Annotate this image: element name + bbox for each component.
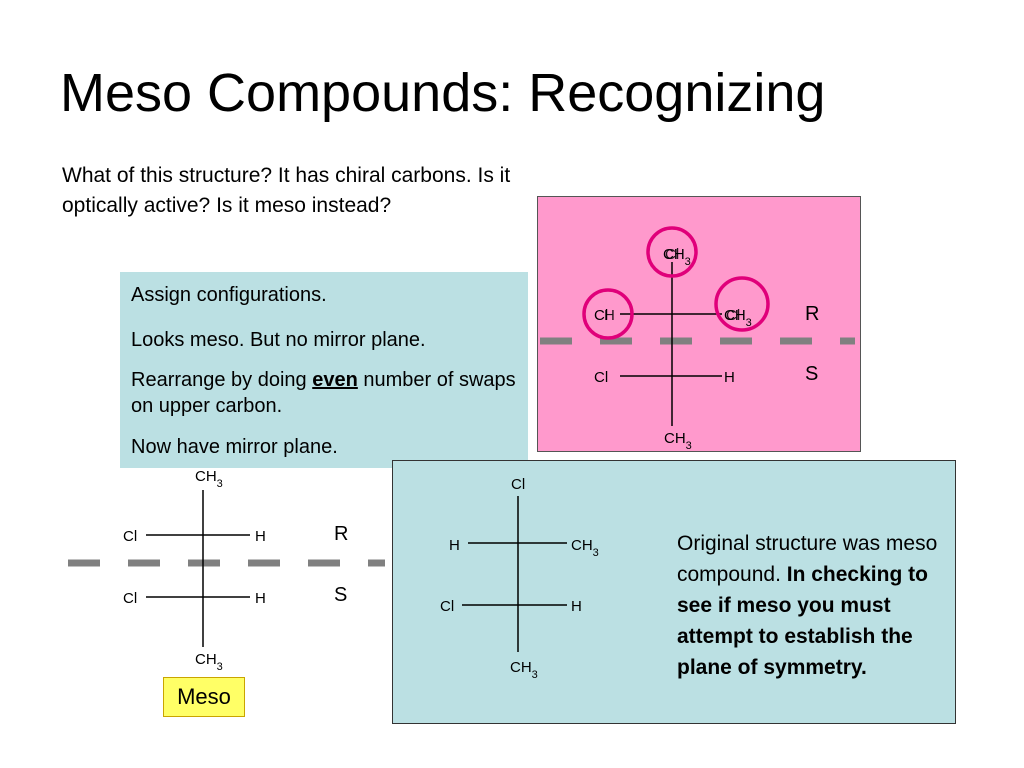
original-fischer: CH3 Cl Cl H CH3 Cl Cl H CH3 R S bbox=[582, 226, 819, 452]
step-now-mirror: Now have mirror plane. bbox=[131, 436, 338, 458]
rearranged-top-label: CH3 bbox=[195, 468, 223, 490]
rearranged-lower-left-label: Cl bbox=[123, 590, 137, 607]
highlight-circle-left bbox=[582, 288, 634, 340]
rotated-lower-left-label: Cl bbox=[440, 598, 454, 615]
conclusion-panel bbox=[392, 460, 956, 724]
summary-text: Original structure was meso compound. In… bbox=[677, 528, 957, 683]
highlight-circle-top bbox=[646, 226, 698, 278]
slide-title: Meso Compounds: Recognizing bbox=[60, 63, 826, 123]
step-rearrange-emphasis: even bbox=[312, 369, 358, 391]
rotated-fischer: Cl H CH3 Cl H CH3 bbox=[440, 476, 599, 681]
intro-question: What of this structure? It has chiral ca… bbox=[62, 164, 511, 217]
meso-label: Meso bbox=[163, 677, 245, 717]
original-lower-config: S bbox=[805, 363, 818, 385]
steps-box: Assign configurations. Looks meso. But n… bbox=[120, 272, 528, 468]
summary-plain: Original structure was meso compound. bbox=[677, 532, 938, 586]
rotated-upper-left-label: H bbox=[449, 537, 460, 554]
rotated-top-label: Cl bbox=[511, 476, 525, 493]
original-upper-right-overlap-label: Cl bbox=[726, 307, 740, 324]
rearranged-bottom-label: CH3 bbox=[195, 651, 223, 673]
rearranged-upper-right-label: H bbox=[255, 528, 266, 545]
rearranged-lower-config: S bbox=[334, 584, 347, 606]
original-upper-left-overlap-label: H bbox=[604, 307, 615, 324]
rotated-upper-right-label: CH3 bbox=[571, 537, 599, 559]
rotated-lower-right-label: H bbox=[571, 598, 582, 615]
original-upper-left-label: Cl bbox=[594, 307, 608, 324]
original-upper-right-label: CH3 bbox=[724, 307, 752, 329]
step-rearrange-before: Rearrange by doing bbox=[131, 369, 313, 391]
step-rearrange: Rearrange by doing even number of swaps … bbox=[131, 367, 526, 419]
original-bottom-label: CH3 bbox=[664, 430, 692, 452]
rearranged-lower-right-label: H bbox=[255, 590, 266, 607]
rearranged-upper-config: R bbox=[334, 523, 348, 545]
step-assign: Assign configurations. bbox=[131, 284, 327, 306]
original-upper-config: R bbox=[805, 303, 819, 325]
step-rearrange-after: number of swaps on upper carbon. bbox=[131, 369, 516, 417]
original-lower-left-label: Cl bbox=[594, 369, 608, 386]
highlight-circle-right bbox=[714, 276, 770, 332]
original-top-label: CH3 bbox=[663, 246, 691, 268]
original-lower-right-label: H bbox=[724, 369, 735, 386]
original-structure-panel bbox=[537, 196, 861, 452]
rearranged-fischer: CH3 Cl H Cl H CH3 R S bbox=[123, 468, 348, 673]
step-looks-meso: Looks meso. But no mirror plane. bbox=[131, 329, 426, 351]
original-top-overlap-label: Cl bbox=[665, 246, 679, 263]
rearranged-upper-left-label: Cl bbox=[123, 528, 137, 545]
rotated-bottom-label: CH3 bbox=[510, 659, 538, 681]
summary-bold: In checking to see if meso you must atte… bbox=[677, 563, 928, 679]
